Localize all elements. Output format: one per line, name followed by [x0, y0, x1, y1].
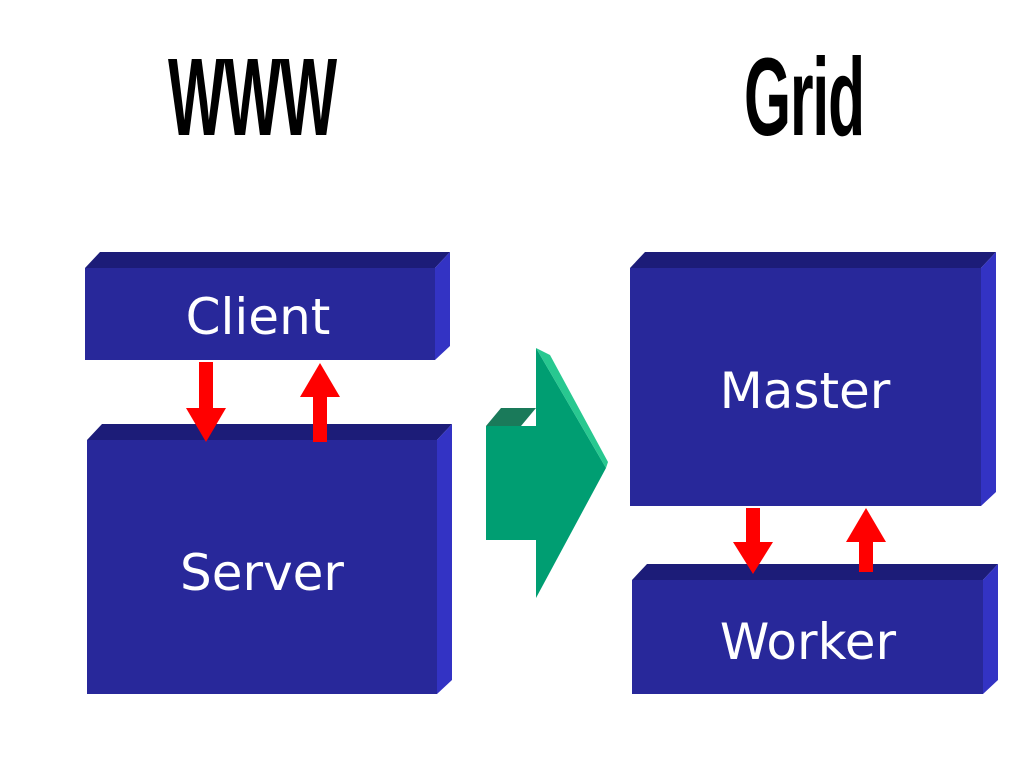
client-box: Client	[85, 252, 450, 360]
result-arrow-up	[846, 508, 886, 572]
worker-label: Worker	[720, 613, 897, 671]
master-label: Master	[720, 362, 891, 420]
www-title: WWW	[167, 36, 337, 159]
worker-box: Worker	[632, 564, 998, 694]
client-label: Client	[186, 288, 331, 346]
task-arrow-down	[733, 508, 773, 574]
master-box: Master	[630, 252, 996, 506]
request-arrow-down	[186, 362, 226, 442]
server-label: Server	[180, 544, 344, 602]
transition-arrow	[486, 348, 608, 598]
response-arrow-up	[300, 363, 340, 442]
server-box: Server	[87, 424, 452, 694]
grid-title: Grid	[744, 36, 865, 159]
